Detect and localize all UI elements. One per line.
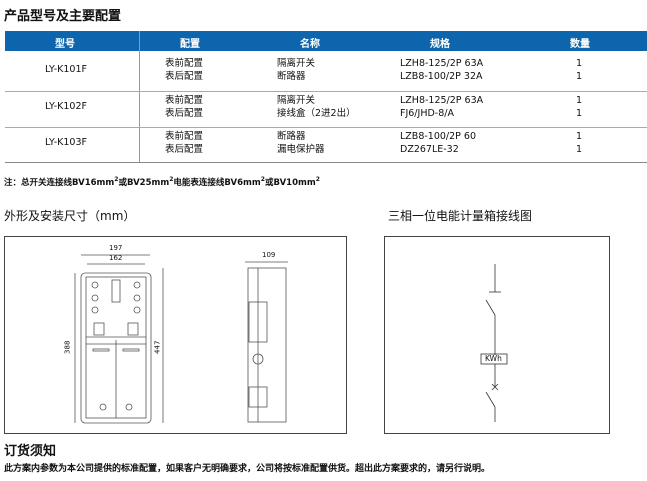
model-cell: LY-K103F [45, 137, 87, 148]
wiring-title: 三相一位电能计量箱接线图 [388, 209, 533, 223]
model-cell: LY-K101F [45, 64, 87, 75]
name-cell: 漏电保护器 [277, 144, 325, 155]
order-text: 此方案内参数为本公司提供的标准配置，如果客户无明确要求，公司将按标准配置供货。超… [4, 464, 491, 474]
order-title: 订货须知 [4, 444, 57, 459]
name-cell: 接线盒（2进2出） [277, 108, 356, 119]
header-name: 名称 [300, 39, 320, 50]
header-qty: 数量 [570, 39, 590, 50]
config-cell: 表前配置 [165, 131, 204, 142]
wiring-diagram: KWh [384, 236, 610, 434]
row-divider [5, 127, 647, 128]
column-divider [139, 31, 140, 162]
depth-label: 109 [262, 251, 276, 259]
name-cell: 断路器 [277, 71, 306, 82]
table-bottom [5, 162, 647, 163]
model-cell: LY-K102F [45, 101, 87, 112]
spec-cell: FJ6/JHD-8/A [400, 108, 454, 119]
dimensions-title: 外形及安装尺寸（mm） [4, 209, 136, 223]
header-spec: 规格 [430, 39, 450, 50]
height-outer-label: 447 [153, 340, 162, 354]
table-note: 注：总开关连接线BV16mm2或BV25mm2电能表连接线BV6mm2或BV10… [4, 176, 320, 188]
spec-cell: LZH8-125/2P 63A [400, 95, 484, 106]
config-cell: 表前配置 [165, 58, 204, 69]
qty-cell: 1 [576, 108, 583, 119]
config-cell: 表前配置 [165, 95, 204, 106]
spec-cell: DZ267LE-32 [400, 144, 459, 155]
table-header: 型号 配置 名称 规格 数量 [5, 31, 647, 51]
height-inner-label: 388 [63, 340, 72, 354]
spec-cell: LZB8-100/2P 32A [400, 71, 483, 82]
spec-cell: LZB8-100/2P 60 [400, 131, 477, 142]
meter-label: KWh [485, 354, 502, 363]
header-config: 配置 [180, 39, 200, 50]
qty-cell: 1 [576, 144, 583, 155]
header-model: 型号 [55, 39, 75, 50]
width-inner-label: 162 [109, 254, 123, 262]
page-title: 产品型号及主要配置 [4, 9, 122, 24]
qty-cell: 1 [576, 95, 583, 106]
dimension-drawing: 197 162 388 447 109 [4, 236, 347, 434]
name-cell: 隔离开关 [277, 58, 316, 69]
width-outer-label: 197 [109, 244, 123, 252]
config-cell: 表后配置 [165, 144, 204, 155]
qty-cell: 1 [576, 71, 583, 82]
spec-cell: LZH8-125/2P 63A [400, 58, 484, 69]
qty-cell: 1 [576, 58, 583, 69]
config-cell: 表后配置 [165, 71, 204, 82]
name-cell: 隔离开关 [277, 95, 316, 106]
name-cell: 断路器 [277, 131, 306, 142]
row-divider [5, 91, 647, 92]
config-cell: 表后配置 [165, 108, 204, 119]
qty-cell: 1 [576, 131, 583, 142]
